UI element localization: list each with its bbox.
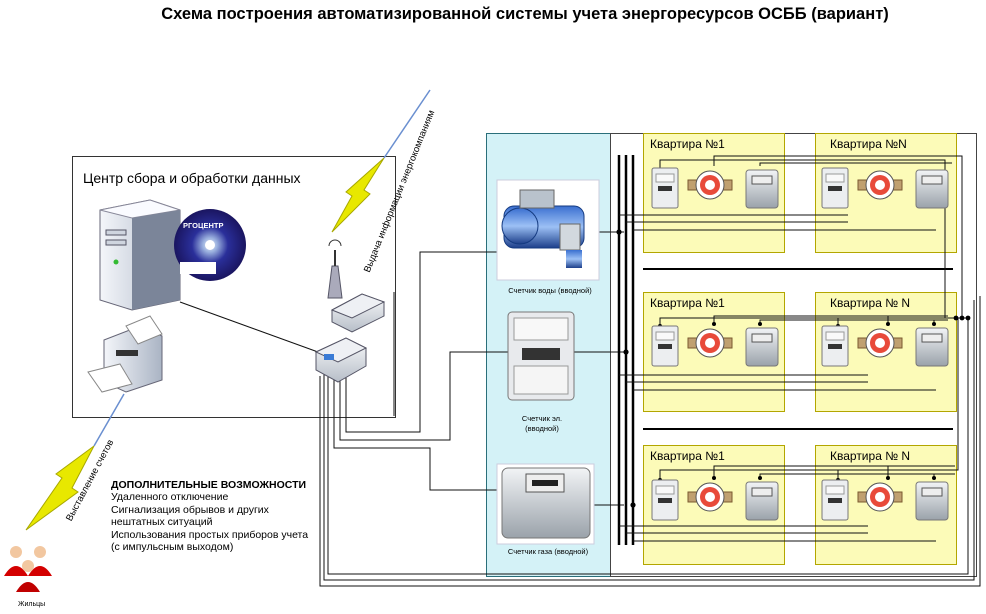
apartment-gas-meter-icon (745, 327, 779, 367)
extra-feature-item: Использования простых приборов учета (111, 528, 309, 541)
extra-feature-item: Удаленного отключение (111, 491, 229, 504)
apartment-meters-icon-group (651, 325, 779, 367)
apartment-gas-meter-icon (915, 169, 949, 209)
apartment-water-meter-icon (857, 328, 903, 358)
apartment-water-meter-icon (857, 482, 903, 512)
water-meter-main-icon (496, 179, 600, 281)
cd-disc-icon (174, 209, 246, 281)
floor-separator (643, 428, 953, 430)
extra-feature-item: Сигнализация обрывов и других (111, 503, 269, 516)
apartment-meters-icon-group (821, 479, 949, 521)
apartment-electric-meter-icon (651, 325, 679, 367)
apartment-label: Квартира № N (830, 449, 911, 463)
gas-meter-caption: Счетчик газа (вводной) (507, 547, 589, 556)
diagram-title: Схема построения автоматизированной сист… (161, 5, 889, 23)
data-center-label: Центр сбора и обработки данных (83, 170, 301, 186)
printer-icon (87, 315, 163, 393)
extra-features: ДОПОЛНИТЕЛЬНЫЕ ВОЗМОЖНОСТИ Удаленного от… (111, 479, 308, 553)
apartment-gas-meter-icon (915, 481, 949, 521)
apartment-electric-meter-icon (651, 167, 679, 209)
apartment-meters-icon-group (651, 479, 779, 521)
apartment-meters-icon-group (821, 167, 949, 209)
apartment-water-meter-icon (687, 170, 733, 200)
extra-features-heading: ДОПОЛНИТЕЛЬНЫЕ ВОЗМОЖНОСТИ (111, 479, 307, 491)
server-icon (99, 199, 181, 311)
electric-meter-caption-line2: (вводной) (525, 424, 559, 433)
apartment-water-meter-icon (687, 328, 733, 358)
disc-text: РГОЦЕНТР (183, 221, 224, 230)
apartment-gas-meter-icon (745, 169, 779, 209)
apartment-label: Квартира №N (830, 137, 907, 151)
water-meter-caption: Счетчик воды (вводной) (508, 286, 592, 295)
residents-label: Жильцы (18, 601, 46, 608)
extra-feature-item: нештатных ситуаций (111, 516, 213, 529)
apartment-meters-icon-group (651, 167, 779, 209)
apartment-gas-meter-icon (915, 327, 949, 367)
apartment-label: Квартира №1 (650, 296, 725, 310)
residents-icon (4, 546, 52, 592)
floor-separator (643, 268, 953, 270)
apartment-electric-meter-icon (821, 479, 849, 521)
apartment-water-meter-icon (857, 170, 903, 200)
apartment-water-meter-icon (687, 482, 733, 512)
antenna-icon (327, 239, 343, 299)
electric-meter-caption-line1: Счетчик эл. (521, 414, 563, 423)
gas-meter-main-icon (496, 463, 595, 545)
apartment-meters-icon-group (821, 325, 949, 367)
apartment-electric-meter-icon (821, 167, 849, 209)
gsm-modem-icon (330, 293, 386, 333)
lightning-info-icon (331, 157, 385, 233)
router-icon (314, 337, 368, 383)
apartment-label: Квартира №1 (650, 137, 725, 151)
apartment-label: Квартира №1 (650, 449, 725, 463)
apartment-electric-meter-icon (651, 479, 679, 521)
electric-meter-main-icon (507, 311, 575, 401)
apartment-gas-meter-icon (745, 481, 779, 521)
apartment-label: Квартира № N (830, 296, 911, 310)
extra-feature-item: (с импульсным выходом) (111, 541, 234, 554)
apartment-electric-meter-icon (821, 325, 849, 367)
